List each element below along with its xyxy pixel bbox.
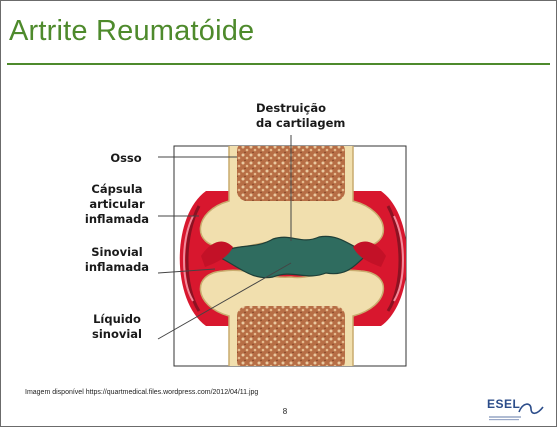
label-capsule-line-3: inflamada <box>77 212 157 227</box>
label-capsule: Cápsula articular inflamada <box>77 182 157 227</box>
page-number: 8 <box>275 407 295 416</box>
label-fluid: Líquido sinovial <box>77 312 157 342</box>
inflamed-synovium <box>201 241 233 267</box>
label-synovial-line-1: Sinovial <box>77 245 157 260</box>
synovial-fluid <box>219 236 369 277</box>
label-bone: Osso <box>101 151 151 166</box>
label-cartilage-line-1: Destruição <box>256 101 326 116</box>
slide-title: Artrite Reumatóide <box>9 15 254 48</box>
lower-bone-marrow <box>237 306 345 371</box>
upper-bone <box>200 141 383 248</box>
label-cartilage-destruction: Destruição da cartilagem <box>256 101 326 131</box>
label-fluid-line-2: sinovial <box>77 327 157 342</box>
lower-bone <box>200 270 383 371</box>
label-bone-text: Osso <box>101 151 151 166</box>
logo-wave-icon <box>487 397 547 423</box>
label-fluid-line-1: Líquido <box>77 312 157 327</box>
image-source-caption: Imagem disponível https://quartmedical.f… <box>25 389 258 396</box>
illustration-frame <box>174 146 406 366</box>
esel-logo: ESEL <box>487 397 547 423</box>
label-cartilage-line-2: da cartilagem <box>256 116 326 131</box>
label-synovial-line-2: inflamada <box>77 260 157 275</box>
label-capsule-line-1: Cápsula <box>77 182 157 197</box>
title-divider <box>7 63 550 65</box>
label-synovial: Sinovial inflamada <box>77 245 157 275</box>
inflamed-capsule <box>180 191 408 326</box>
upper-bone-marrow <box>237 141 345 201</box>
label-capsule-line-2: articular <box>77 197 157 212</box>
